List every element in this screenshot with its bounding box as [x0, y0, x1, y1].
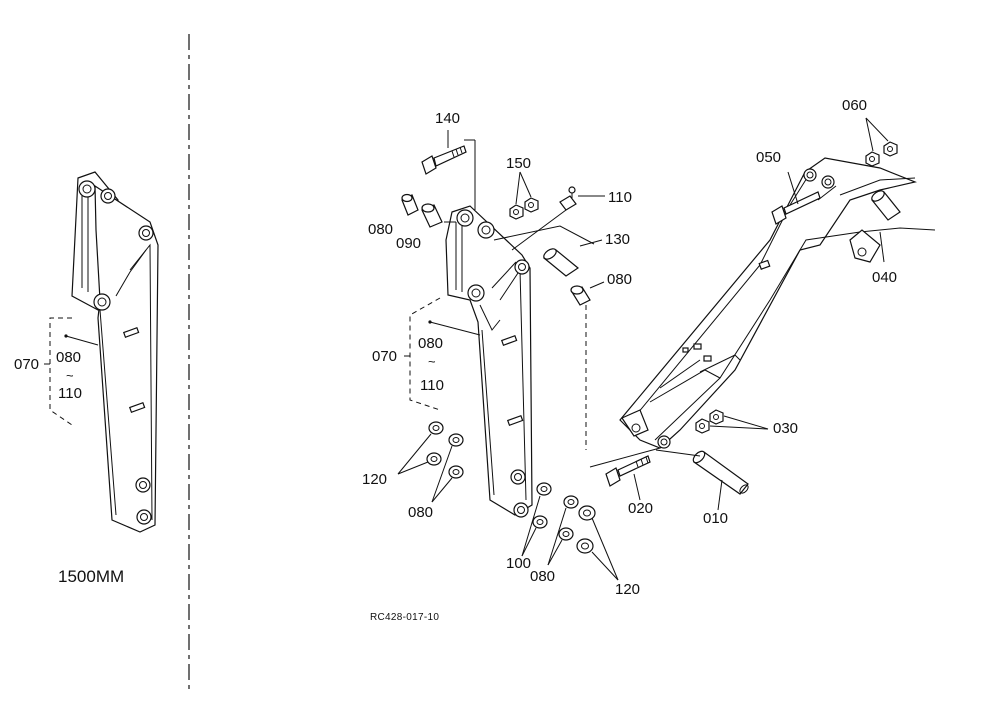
- callout-030: 030: [773, 420, 799, 437]
- left-range-start: 080: [56, 349, 82, 366]
- boom-assembly: [589, 117, 936, 511]
- middle-group-bracket: [409, 297, 441, 411]
- callout-120-right: 120: [615, 581, 641, 598]
- callout-140: 140: [435, 110, 461, 127]
- nuts-150: [509, 197, 539, 220]
- bushings-080-left: [448, 433, 464, 479]
- callout-150: 150: [506, 155, 532, 172]
- nuts-030: [695, 409, 724, 434]
- pin-130: [542, 248, 580, 277]
- middle-range-end: 110: [420, 377, 444, 394]
- callout-040: 040: [872, 269, 898, 286]
- middle-range-start: 080: [418, 335, 444, 352]
- bolt-020: [605, 455, 651, 487]
- left-arm-assembly: [44, 171, 159, 533]
- middle-arm-body: [445, 205, 533, 516]
- callout-090: 090: [396, 235, 422, 252]
- middle-range-tilde: ~: [428, 354, 436, 369]
- washers-120-left: [426, 421, 444, 466]
- washers-120-right: [576, 505, 596, 554]
- bushing-090: [421, 203, 443, 228]
- drawing-code: RC428-017-10: [370, 612, 440, 623]
- bushing-080-top: [401, 193, 419, 216]
- callout-080-right: 080: [607, 271, 633, 288]
- callout-100: 100: [506, 555, 532, 572]
- callout-060: 060: [842, 97, 868, 114]
- callout-120-left: 120: [362, 471, 388, 488]
- callout-130: 130: [605, 231, 631, 248]
- left-range-end: 110: [58, 385, 82, 402]
- callout-010: 010: [703, 510, 729, 527]
- bushings-100: [532, 482, 552, 529]
- middle-group-label: 070: [372, 348, 398, 365]
- callout-020: 020: [628, 500, 654, 517]
- callout-110: 110: [608, 189, 632, 206]
- bushings-080-right: [558, 495, 579, 541]
- bolt-140: [421, 145, 467, 175]
- callout-080-left: 080: [408, 504, 434, 521]
- callout-050: 050: [756, 149, 782, 166]
- nuts-060: [865, 141, 898, 167]
- callout-080-bottom: 080: [530, 568, 556, 585]
- bushing-080-right: [570, 285, 591, 306]
- bolt-050: [771, 191, 821, 225]
- pin-040: [871, 190, 901, 221]
- callout-080-top: 080: [368, 221, 394, 238]
- left-range-tilde: ~: [66, 368, 74, 383]
- pin-010: [692, 450, 749, 495]
- grease-fitting-110: [559, 186, 577, 211]
- left-group-label: 070: [14, 356, 40, 373]
- middle-arm-assembly: [397, 130, 619, 581]
- variant-label: 1500MM: [58, 567, 125, 586]
